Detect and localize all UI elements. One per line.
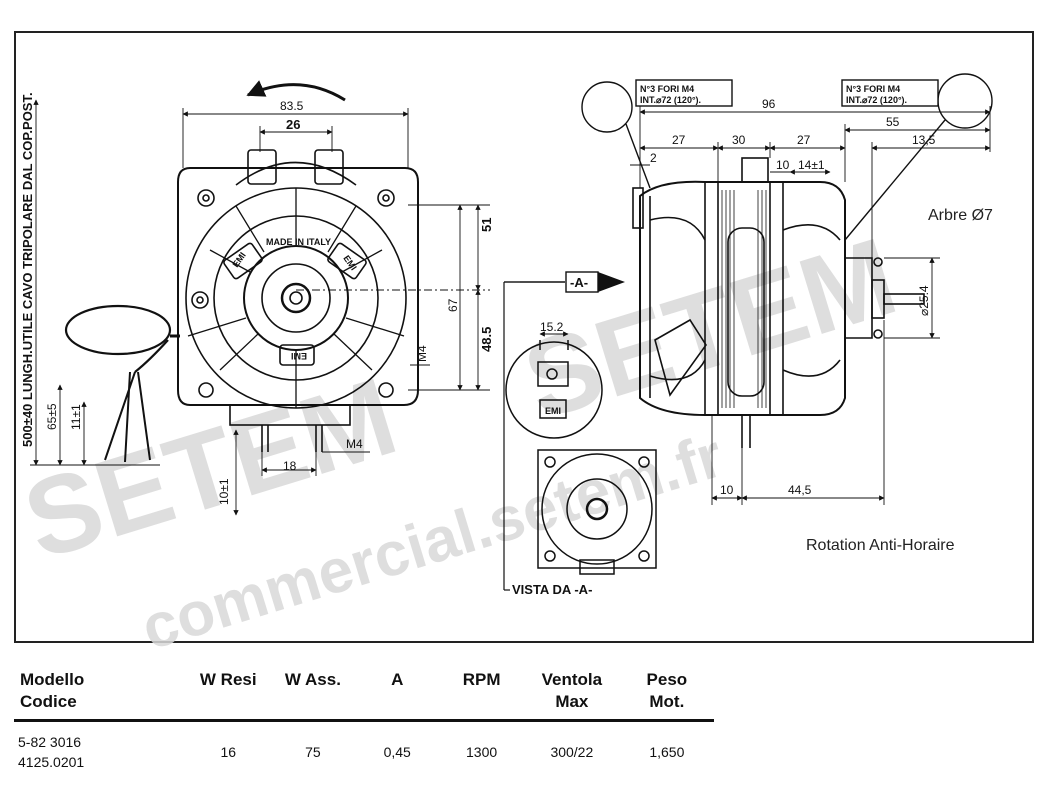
made-in-label: MADE IN ITALY [266,237,331,247]
dim-2: 2 [650,151,657,165]
cell-model: 5-82 3016 4125.0201 [18,734,85,770]
side-dimensions [630,106,991,505]
front-dimensions [30,99,490,516]
view-marker [503,271,625,591]
cell-w-resi: 16 [220,744,237,760]
dim-13-5: 13,5 [912,133,936,147]
emi-label-2: EMI [341,253,358,272]
dim-10a: 10 [776,158,790,172]
detail-views [505,331,657,575]
dim-26: 26 [286,117,300,132]
view-label: VISTA DA -A- [512,582,592,597]
col-a: A [355,665,440,722]
col-rpm: RPM [439,665,524,722]
dim-27b: 27 [797,133,811,147]
table-row: 5-82 3016 4125.0201 16 75 0,45 1300 300/… [14,721,714,773]
dim-30: 30 [732,133,746,147]
dim-67: 67 [446,298,460,312]
dim-65pm5: 65±5 [45,403,59,430]
dim-44-5: 44,5 [788,483,812,497]
drawing-frame [14,31,1034,643]
dim-18: 18 [283,459,297,473]
cable-length-note: 500±40 LUNGH.UTILE CAVO TRIPOLARE DAL CO… [20,92,35,447]
holes-right-line1: N°3 FORI M4 [846,84,900,94]
dim-m4-side: M4 [415,345,429,362]
technical-drawing: SETEM commercial.setem.fr SETEM [11,31,1034,650]
emi-label-3: EMI [291,351,307,361]
dim-10b: 10 [720,483,734,497]
dim-11pm1: 11±1 [69,404,83,430]
dim-15-2: 15.2 [540,320,564,334]
emi-label-detail: EMI [545,406,561,416]
dim-14pm1: 14±1 [798,158,825,172]
col-peso: Peso Mot. [619,665,714,722]
holes-right-line2: INT.⌀72 (120°). [846,95,907,105]
side-view [632,157,925,448]
dim-m4-bottom: M4 [346,437,363,451]
dim-10pm1: 10±1 [217,478,231,505]
front-view [64,149,419,463]
cell-ventola: 300/22 [550,744,594,760]
table-header-row: Modello Codice W Resi W Ass. A RPM Vento… [14,665,714,722]
dim-55: 55 [886,115,900,129]
shaft-label: Arbre Ø7 [928,207,993,224]
spec-table: Modello Codice W Resi W Ass. A RPM Vento… [14,665,714,772]
col-w-ass: W Ass. [270,665,356,722]
rotation-arrow-icon [246,80,346,102]
dim-25-4: ⌀25.4 [917,285,931,316]
dim-83-5: 83.5 [280,99,304,113]
holes-left-line2: INT.⌀72 (120°). [640,95,701,105]
cell-rpm: 1300 [466,744,498,760]
col-w-resi: W Resi [185,665,271,722]
dim-27a: 27 [672,133,686,147]
cell-w-ass: 75 [305,744,321,760]
col-modello: Modello Codice [14,665,186,722]
dim-96: 96 [762,97,776,111]
cell-amps: 0,45 [383,744,411,760]
cell-peso: 1,650 [649,744,685,760]
view-marker-label: -A- [570,275,588,290]
watermark-setem-2: SETEM [511,215,909,443]
col-ventola: Ventola Max [523,665,620,722]
dim-51: 51 [479,218,494,232]
dim-48-5: 48.5 [479,327,494,352]
emi-label-1: EMI [230,250,247,269]
rotation-label: Rotation Anti-Horaire [806,537,955,554]
holes-left-line1: N°3 FORI M4 [640,84,694,94]
